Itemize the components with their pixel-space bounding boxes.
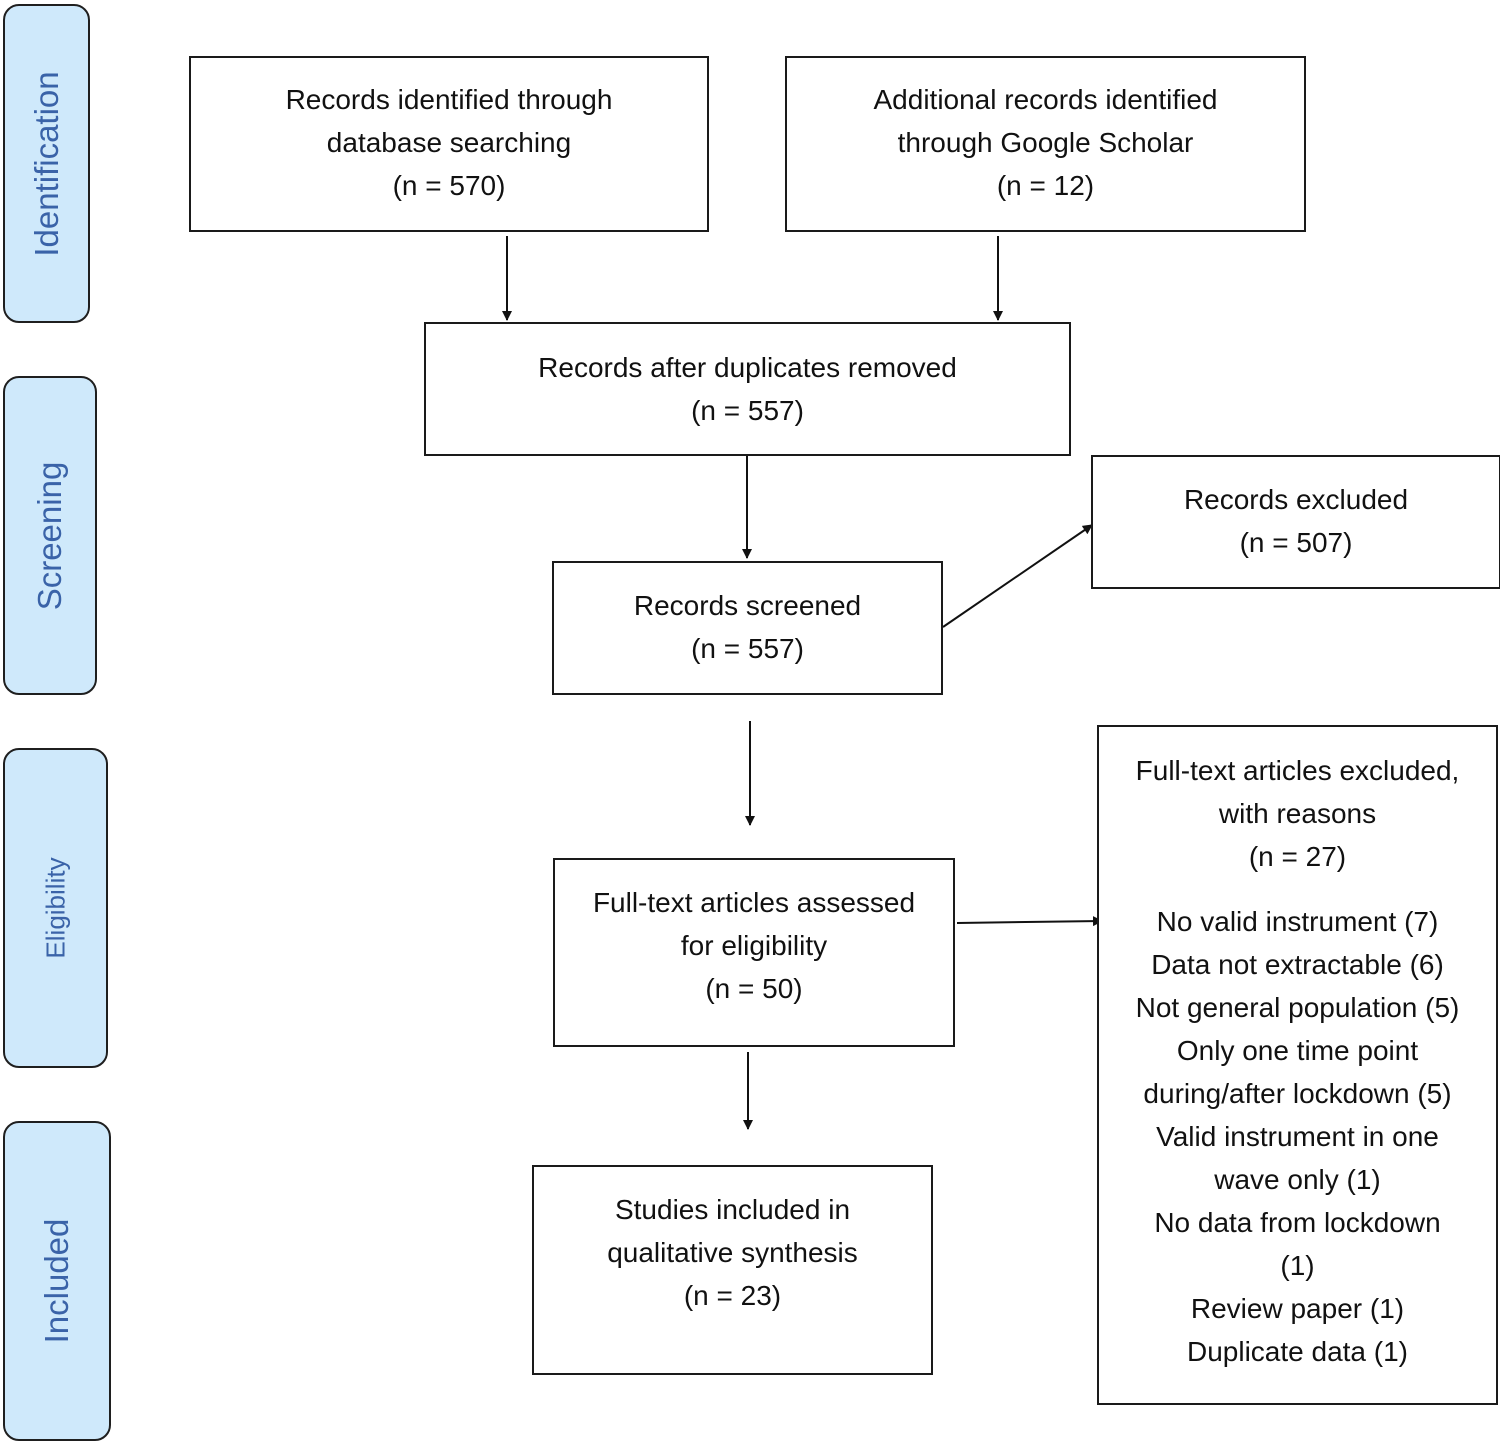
excluded-count: (n = 507) <box>1239 527 1353 558</box>
reason-item: wave only (1) <box>1214 1164 1381 1195</box>
fulltext-excluded-count: (n = 27) <box>1248 841 1347 872</box>
additional-count: (n = 12) <box>996 170 1095 201</box>
included-line1: Studies included in <box>614 1194 851 1225</box>
reason-item: (1) <box>1280 1250 1315 1281</box>
reason-item: Not general population (5) <box>1135 992 1460 1023</box>
box-database-records: Records identified through database sear… <box>189 56 709 232</box>
fulltext-excluded-header1: Full-text articles excluded, <box>1135 755 1460 786</box>
fulltext-line1: Full-text articles assessed <box>592 887 916 918</box>
stage-included: Included <box>3 1121 111 1441</box>
fulltext-count: (n = 50) <box>705 973 803 1004</box>
box-duplicates-removed: Records after duplicates removed (n = 55… <box>424 322 1071 456</box>
excluded-line1: Records excluded <box>1183 484 1409 515</box>
box-records-screened: Records screened (n = 557) <box>552 561 943 695</box>
reason-item: Only one time point <box>1176 1035 1419 1066</box>
reason-item: Duplicate data (1) <box>1186 1336 1408 1367</box>
reason-item: Review paper (1) <box>1190 1293 1405 1324</box>
reason-item: during/after lockdown (5) <box>1143 1078 1452 1109</box>
box-studies-included: Studies included in qualitative synthesi… <box>532 1165 933 1375</box>
duplicates-line1: Records after duplicates removed <box>538 352 957 383</box>
screened-count: (n = 557) <box>691 633 804 664</box>
database-count: (n = 570) <box>392 170 506 201</box>
arrow-fulltext-to-reasons <box>956 916 1103 927</box>
database-line2: database searching <box>326 127 572 158</box>
reason-item: Valid instrument in one <box>1156 1121 1439 1152</box>
database-line1: Records identified through <box>285 84 613 115</box>
additional-line1: Additional records identified <box>873 84 1218 115</box>
fulltext-line2: for eligibility <box>680 930 828 961</box>
additional-line2: through Google Scholar <box>897 127 1194 158</box>
stage-identification: Identification <box>3 4 90 323</box>
box-fulltext-assessed: Full-text articles assessed for eligibil… <box>553 858 955 1047</box>
reason-item: No valid instrument (7) <box>1156 906 1439 937</box>
box-fulltext-excluded: Full-text articles excluded, with reason… <box>1097 725 1498 1405</box>
fulltext-excluded-header2: with reasons <box>1218 798 1377 829</box>
stage-eligibility: Eligibility <box>3 748 108 1068</box>
included-line2: qualitative synthesis <box>607 1237 858 1268</box>
screened-line1: Records screened <box>633 590 862 621</box>
box-additional-records: Additional records identified through Go… <box>785 56 1306 232</box>
arrow-screened-to-excluded <box>942 524 1093 628</box>
duplicates-count: (n = 557) <box>691 395 804 426</box>
stage-screening: Screening <box>3 376 97 695</box>
included-count: (n = 23) <box>683 1280 782 1311</box>
reason-item: Data not extractable (6) <box>1151 949 1444 980</box>
reason-item: No data from lockdown <box>1154 1207 1441 1238</box>
box-records-excluded: Records excluded (n = 507) <box>1091 455 1500 589</box>
